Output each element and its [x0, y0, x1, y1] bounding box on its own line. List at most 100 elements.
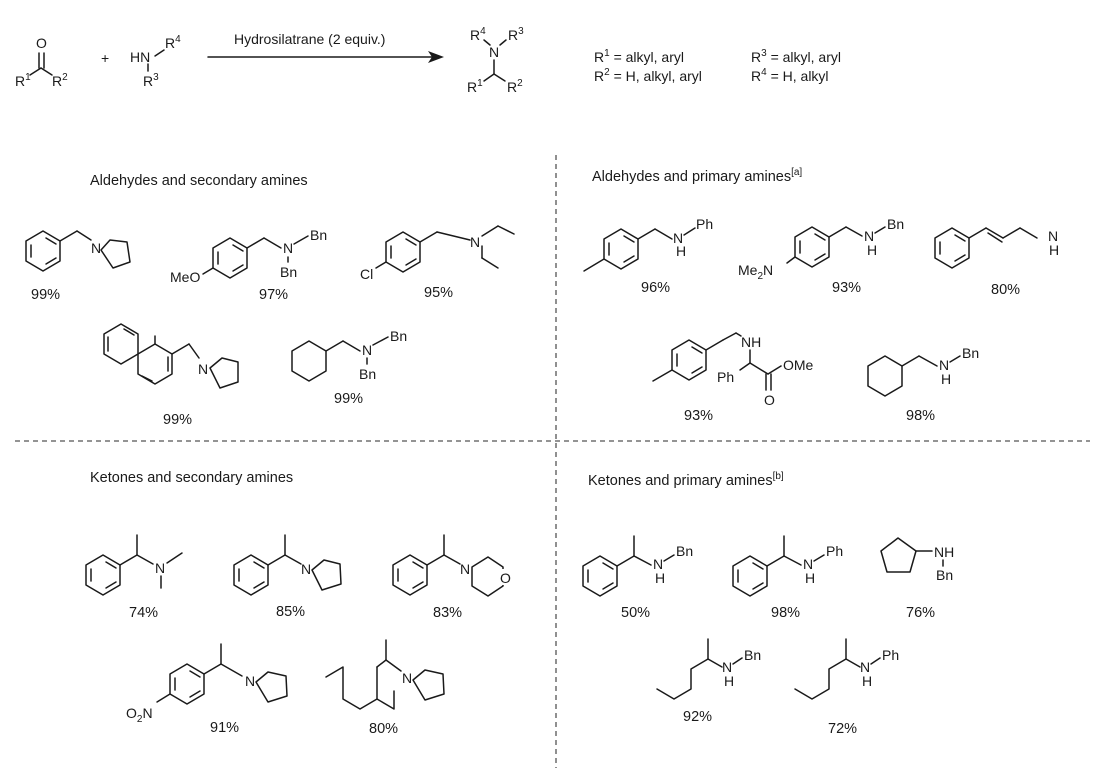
- svg-text:N: N: [864, 228, 874, 244]
- svg-text:H: H: [655, 570, 665, 586]
- svg-text:N: N: [402, 670, 412, 686]
- svg-text:Bn: Bn: [936, 567, 953, 583]
- svg-text:Bn: Bn: [390, 328, 407, 344]
- svg-text:H: H: [867, 242, 877, 258]
- svg-text:N: N: [283, 240, 293, 256]
- r4-label: R4: [165, 34, 181, 51]
- product-n: N: [489, 44, 499, 60]
- carbonyl-reactant: O R1 R2: [15, 35, 68, 89]
- svg-text:N: N: [673, 230, 683, 246]
- svg-text:H: H: [941, 371, 951, 387]
- svg-text:N: N: [939, 357, 949, 373]
- compound-c1: N 74%: [85, 534, 183, 621]
- yield-d2: 98%: [771, 605, 800, 621]
- atom-meo: MeO: [170, 269, 200, 285]
- svg-text:N: N: [1048, 228, 1058, 244]
- yield-a1: 99%: [31, 287, 60, 303]
- plus-sign: +: [101, 50, 109, 66]
- yield-a2: 97%: [259, 287, 288, 303]
- yield-a3: 95%: [424, 285, 453, 301]
- yield-c5: 80%: [369, 721, 398, 737]
- svg-text:O: O: [764, 392, 775, 408]
- svg-text:N: N: [198, 361, 208, 377]
- svg-text:Ph: Ph: [882, 647, 899, 663]
- svg-text:Bn: Bn: [310, 227, 327, 243]
- yield-c1: 74%: [129, 605, 158, 621]
- compound-a3: Cl N 95%: [360, 225, 515, 301]
- svg-text:N: N: [653, 556, 663, 572]
- section-title-ketones-secondary: Ketones and secondary amines: [90, 470, 293, 486]
- svg-text:H: H: [724, 673, 734, 689]
- reaction-arrow: Hydrosilatrane (2 equiv.): [207, 31, 444, 63]
- yield-a5: 99%: [334, 391, 363, 407]
- compound-b1: N H Ph 96%: [583, 216, 713, 296]
- svg-text:N: N: [860, 659, 870, 675]
- yield-c3: 83%: [433, 605, 462, 621]
- yield-d3: 76%: [906, 605, 935, 621]
- yield-d5: 72%: [828, 721, 857, 737]
- compound-a2: MeO N Bn Bn 97%: [170, 227, 327, 303]
- def-r2: R2 = H, alkyl, aryl: [594, 67, 702, 84]
- svg-text:Bn: Bn: [676, 543, 693, 559]
- svg-text:N: N: [301, 561, 311, 577]
- compound-a4: N 99%: [103, 323, 239, 428]
- svg-text:O: O: [500, 570, 511, 586]
- compound-c2: N 85%: [233, 534, 342, 620]
- def-r4: R4 = H, alkyl: [751, 67, 829, 84]
- compound-b2: Me2N N H Bn 93%: [738, 216, 904, 296]
- svg-text:Cl: Cl: [360, 266, 373, 282]
- section-title-aldehydes-secondary: Aldehydes and secondary amines: [90, 173, 308, 189]
- yield-b4: 93%: [684, 408, 713, 424]
- svg-text:Bn: Bn: [887, 216, 904, 232]
- svg-text:N: N: [722, 659, 732, 675]
- svg-text:N: N: [470, 234, 480, 250]
- yield-b5: 98%: [906, 408, 935, 424]
- r2-label: R2: [52, 72, 68, 89]
- atom-me2n: Me2N: [738, 262, 773, 282]
- svg-text:H: H: [676, 243, 686, 259]
- def-r3: R3 = alkyl, aryl: [751, 48, 841, 65]
- svg-text:N: N: [155, 560, 165, 576]
- svg-text:Ph: Ph: [717, 369, 734, 385]
- section-title-aldehydes-primary: Aldehydes and primary amines[a]: [592, 167, 802, 185]
- svg-text:OMe: OMe: [783, 357, 814, 373]
- yield-b3: 80%: [991, 282, 1020, 298]
- compound-d3: NH Bn 76%: [880, 537, 954, 621]
- product-r2: R2: [507, 78, 523, 95]
- substituent-definitions: R1 = alkyl, aryl R2 = H, alkyl, aryl R3 …: [594, 48, 841, 84]
- svg-text:H: H: [805, 570, 815, 586]
- compound-a5: N Bn Bn 99%: [291, 328, 407, 407]
- svg-text:Bn: Bn: [280, 264, 297, 280]
- yield-d1: 50%: [621, 605, 650, 621]
- compound-c5: N 80%: [325, 639, 445, 737]
- reagent-label: Hydrosilatrane (2 equiv.): [234, 31, 385, 47]
- compound-d2: N H Ph 98%: [732, 535, 843, 621]
- yield-c4: 91%: [210, 720, 239, 736]
- atom-n: N: [91, 240, 101, 256]
- svg-text:N: N: [245, 673, 255, 689]
- svg-text:NH: NH: [741, 334, 761, 350]
- svg-text:H: H: [862, 673, 872, 689]
- yield-d4: 92%: [683, 709, 712, 725]
- svg-text:Bn: Bn: [359, 366, 376, 382]
- svg-text:Ph: Ph: [696, 216, 713, 232]
- section-title-ketones-primary: Ketones and primary amines[b]: [588, 471, 784, 489]
- general-reaction-scheme: O R1 R2 + HN R4 R3 Hydrosilatrane (2 equ…: [15, 26, 841, 95]
- yield-b2: 93%: [832, 280, 861, 296]
- amine-reactant: HN R4 R3: [130, 34, 181, 89]
- svg-text:N: N: [460, 561, 470, 577]
- r1-label: R1: [15, 72, 31, 89]
- svg-text:N: N: [362, 342, 372, 358]
- product-r3: R3: [508, 26, 524, 43]
- compound-b4: NH Ph OMe O 93%: [652, 332, 814, 424]
- product-r4: R4: [470, 26, 486, 43]
- compound-b3: N H 80%: [934, 227, 1059, 298]
- compound-c4: O2N N 91%: [126, 643, 288, 736]
- atom-o2n: O2N: [126, 705, 153, 725]
- yield-b1: 96%: [641, 280, 670, 296]
- yield-a4: 99%: [163, 412, 192, 428]
- amine-product: R4 N R3 R1 R2: [467, 26, 524, 95]
- compound-b5: N H Bn 98%: [867, 345, 979, 424]
- carbonyl-oxygen: O: [36, 35, 47, 51]
